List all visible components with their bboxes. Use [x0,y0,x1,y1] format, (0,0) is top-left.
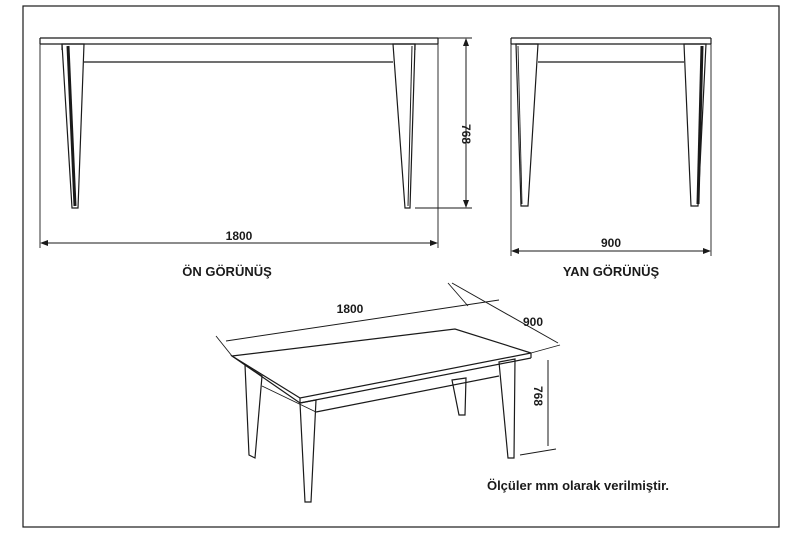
front-height-arrow-bottom [463,200,469,208]
front-left-leg [61,43,85,209]
side-left-leg-shade [517,45,523,205]
side-width-arrow-left [511,248,519,254]
perspective-height-label: 768 [531,386,545,406]
perspective-leg-front-right [498,358,516,459]
perspective-leg-front-left [299,399,317,503]
perspective-depth-label: 900 [523,315,543,329]
perspective-apron-back [261,385,317,413]
front-width-arrow-left [40,240,48,246]
side-view-title: YAN GÖRÜNÜŞ [563,264,660,279]
front-left-leg-shade [66,45,77,207]
perspective-length-label: 1800 [337,302,364,316]
front-view [39,37,472,248]
front-width-label: 1800 [226,229,253,243]
perspective-view [215,282,561,503]
side-view [510,37,712,256]
perspective-top-left-lower [231,355,301,404]
side-width-label: 900 [601,236,621,250]
side-right-leg-shade [696,45,704,205]
front-height-arrow-top [463,38,469,46]
perspective-length-dim-line [225,299,500,342]
front-width-arrow-right [430,240,438,246]
measurement-note: Ölçüler mm olarak verilmiştir. [487,478,669,493]
drawing-border [22,5,780,528]
perspective-leg-back-left [244,363,263,459]
perspective-top-front-lower [299,357,532,404]
perspective-depth-ext [530,344,561,354]
front-view-title: ÖN GÖRÜNÜŞ [182,264,272,279]
front-height-label: 768 [459,124,473,144]
side-width-arrow-right [703,248,711,254]
perspective-height-ext-bottom [519,448,557,456]
perspective-leg-back-right [451,377,467,416]
perspective-apron-front [315,375,500,413]
front-right-leg [392,43,416,209]
perspective-length-ext-left [215,335,233,357]
perspective-depth-dim-line [451,282,559,344]
front-right-leg-shade [407,45,413,207]
perspective-length-ext-right [447,282,469,307]
side-right-leg [683,43,707,207]
side-left-leg [515,43,539,207]
